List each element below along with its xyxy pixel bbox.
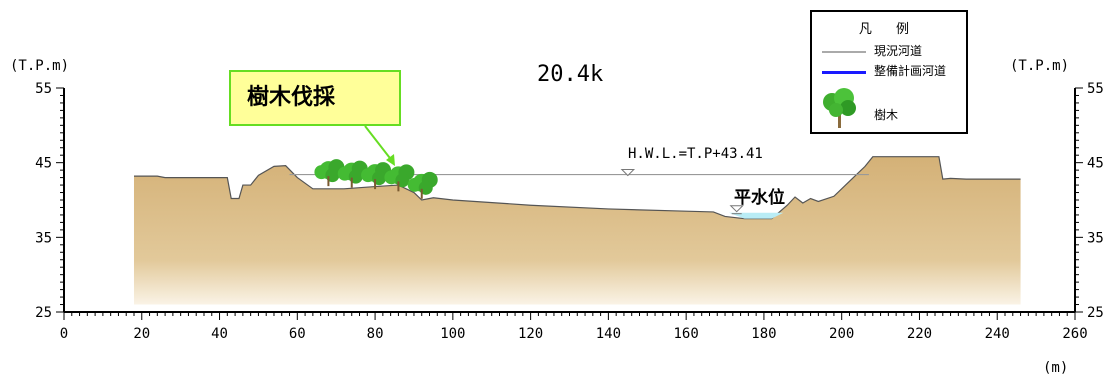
legend-plan-channel-line bbox=[822, 71, 866, 74]
ground-area bbox=[133, 156, 1021, 305]
x-tick-label: 260 bbox=[1062, 326, 1087, 342]
x-tick-label: 20 bbox=[133, 326, 150, 342]
hwl-marker bbox=[620, 169, 636, 177]
ground-profile-line bbox=[133, 156, 1021, 220]
tree-canopy bbox=[337, 166, 352, 181]
x-tick-label: 100 bbox=[440, 326, 465, 342]
y-tick-label-left: 45 bbox=[35, 156, 52, 172]
y-unit-left: (T.P.m) bbox=[10, 58, 69, 74]
normal-water-marker bbox=[729, 205, 744, 213]
callout-arrowhead bbox=[386, 154, 395, 166]
normal-water-body bbox=[728, 212, 784, 219]
x-tick-label: 200 bbox=[829, 326, 854, 342]
x-tick-label: 160 bbox=[674, 326, 699, 342]
legend-trees-label: 樹木 bbox=[874, 108, 899, 122]
y-tick-label-right: 55 bbox=[1087, 81, 1104, 97]
section-title: 20.4k bbox=[537, 62, 604, 87]
y-tick-label-right: 35 bbox=[1087, 230, 1104, 246]
legend: 凡 例 現況河道 整備計画河道 樹木 bbox=[810, 10, 968, 134]
tree-trunk bbox=[420, 188, 423, 199]
tree-felling-callout: 樹木伐採 bbox=[229, 70, 401, 126]
x-tick-label: 120 bbox=[518, 326, 543, 342]
callout-arrow bbox=[364, 125, 394, 163]
legend-current-channel-label: 現況河道 bbox=[874, 44, 923, 58]
hwl-label: H.W.L.=T.P+43.41 bbox=[628, 146, 763, 162]
tree-trunk bbox=[350, 177, 353, 188]
tree-icon bbox=[823, 88, 856, 128]
x-tick-label: 220 bbox=[907, 326, 932, 342]
y-tick-label-right: 25 bbox=[1087, 305, 1104, 321]
x-tick-label: 60 bbox=[289, 326, 306, 342]
y-tick-label-right: 45 bbox=[1087, 156, 1104, 172]
y-tick-label-left: 35 bbox=[35, 230, 52, 246]
x-tick-label: 140 bbox=[596, 326, 621, 342]
legend-title: 凡 例 bbox=[858, 22, 920, 37]
y-tick-label-left: 25 bbox=[35, 305, 52, 321]
tree-trunk bbox=[327, 176, 330, 187]
tree-canopy bbox=[361, 168, 376, 183]
tree-trunk bbox=[397, 181, 400, 192]
tree-canopy bbox=[407, 177, 422, 192]
y-unit-right: (T.P.m) bbox=[1010, 58, 1069, 74]
normal-water-level-label: 平水位 bbox=[734, 188, 785, 208]
x-tick-label: 180 bbox=[751, 326, 776, 342]
x-tick-label: 0 bbox=[60, 326, 68, 342]
x-tick-label: 80 bbox=[367, 326, 384, 342]
x-tick-label: 40 bbox=[211, 326, 228, 342]
x-unit: (m) bbox=[1043, 360, 1068, 376]
tree-canopy bbox=[384, 170, 399, 185]
x-tick-label: 240 bbox=[985, 326, 1010, 342]
tree-trunk bbox=[374, 179, 377, 190]
legend-plan-channel-label: 整備計画河道 bbox=[874, 64, 947, 78]
tree-canopy bbox=[314, 165, 329, 180]
y-tick-label-left: 55 bbox=[35, 81, 52, 97]
legend-current-channel-line bbox=[822, 51, 866, 53]
